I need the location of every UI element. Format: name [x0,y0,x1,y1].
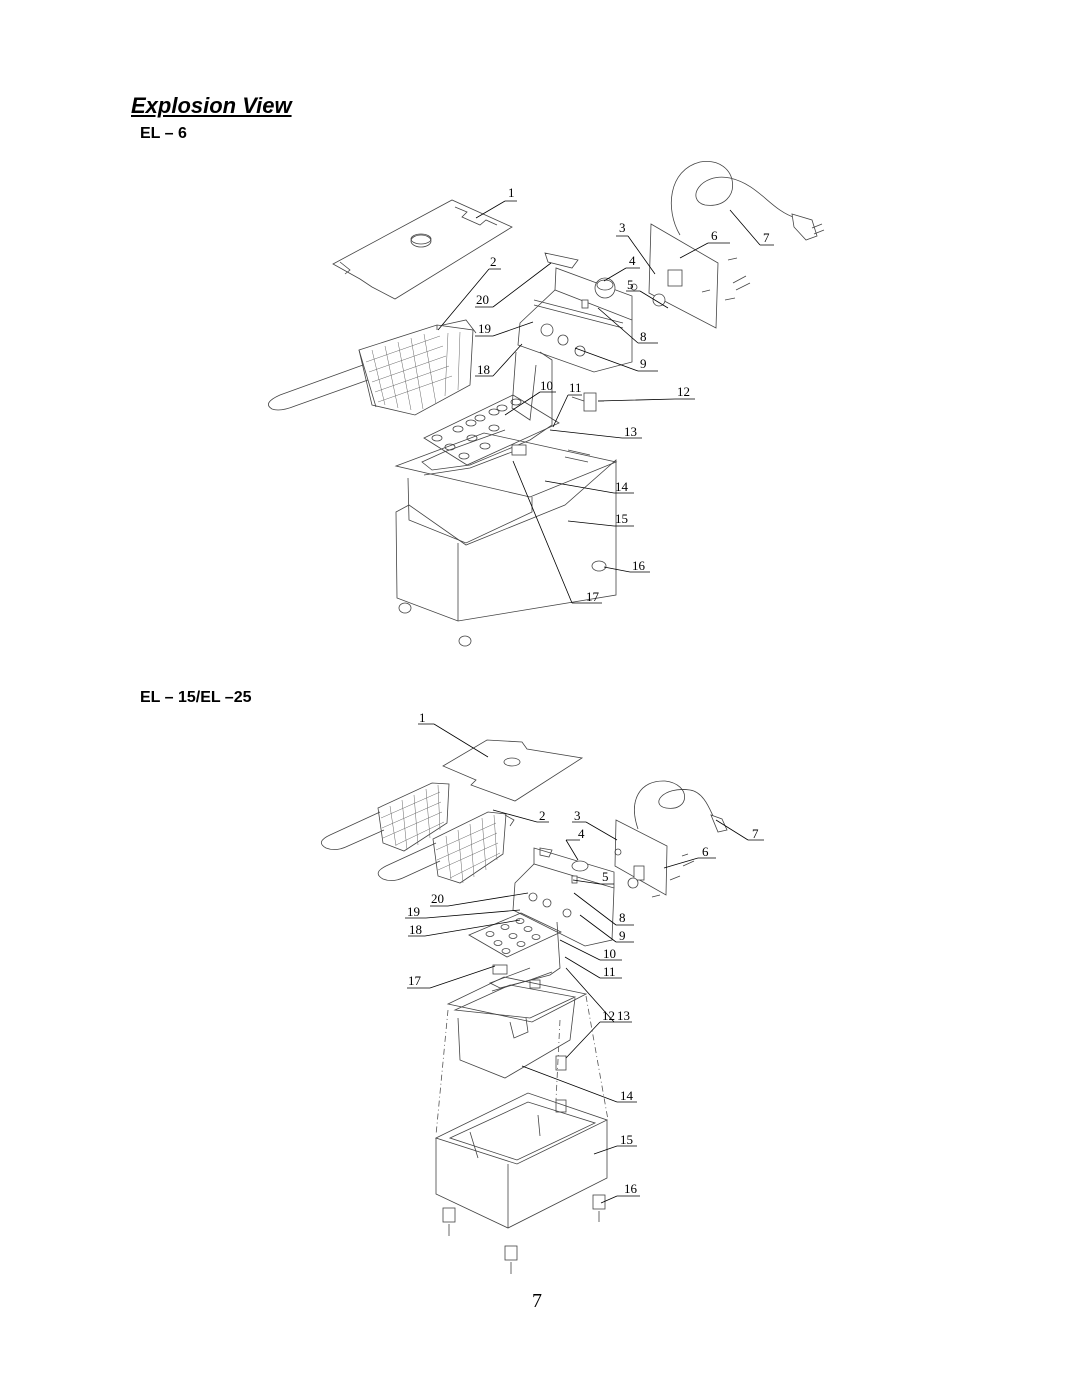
callout-19: 19 [478,321,491,336]
control-box [512,847,622,947]
callout-15: 15 [615,511,628,526]
outer-body [434,1092,609,1229]
callout-10: 10 [540,378,553,393]
callout-4: 4 [629,253,636,268]
callout-15: 15 [620,1132,633,1147]
callout-12: 12 [677,384,690,399]
callout-16: 16 [624,1181,638,1196]
callout-17: 17 [586,589,600,604]
model-title-el15-el25: EL – 15/EL –25 [140,689,252,706]
callout-10: 10 [603,946,616,961]
callout-13: 13 [617,1008,630,1023]
callout-9: 9 [619,928,626,943]
callout-8: 8 [619,910,626,925]
callout-5: 5 [602,869,609,884]
page-heading: Explosion View [131,93,292,118]
element-guard [423,394,560,466]
diagram-el6: 1 2 3 4 5 6 7 8 9 10 11 12 13 14 15 16 1… [268,161,825,647]
callout-8: 8 [640,329,647,344]
fry-basket [268,319,477,416]
callout-16: 16 [632,558,646,573]
callout-4: 4 [578,826,585,841]
callout-1: 1 [508,185,515,200]
oil-tank [446,976,588,1079]
model-title-el6: EL – 6 [140,125,187,142]
diagram-el15-el25: 1 2 3 4 5 6 7 8 9 10 11 12 13 14 15 16 1… [321,710,764,1274]
callouts-el15-el25: 1 2 3 4 5 6 7 8 9 10 11 12 13 14 15 16 1… [407,710,759,1196]
lid [332,199,513,300]
back-plate-and-cord [648,161,825,329]
page-number: 7 [532,1290,542,1312]
back-plate-and-cord [614,780,728,898]
control-box [517,252,638,373]
lid [442,739,584,802]
leader-lines-el6 [437,200,774,604]
fry-baskets [321,782,515,884]
callout-2: 2 [490,254,497,269]
callout-5: 5 [627,277,634,292]
callout-3: 3 [619,220,626,235]
leader-lines-el15-el25 [405,723,764,1204]
heating-element [421,351,553,476]
heating-element [489,921,561,992]
callout-14: 14 [615,479,629,494]
callout-6: 6 [711,228,718,243]
callout-13: 13 [624,424,637,439]
callout-3: 3 [574,808,581,823]
callout-19: 19 [407,904,420,919]
callouts-el6: 1 2 3 4 5 6 7 8 9 10 11 12 13 14 15 16 1… [476,185,770,604]
callout-18: 18 [477,362,490,377]
callout-11: 11 [569,380,582,395]
callout-11: 11 [603,964,616,979]
callout-17: 17 [408,973,422,988]
callout-7: 7 [763,230,770,245]
callout-14: 14 [620,1088,634,1103]
feet [442,1194,606,1274]
outer-body [395,459,617,622]
callout-12: 12 [602,1008,615,1023]
feet [398,560,607,647]
thermostat [571,392,604,412]
callout-9: 9 [640,356,647,371]
callout-6: 6 [702,844,709,859]
callout-1: 1 [419,710,426,725]
callout-20: 20 [431,891,444,906]
callout-7: 7 [752,826,759,841]
callout-20: 20 [476,292,489,307]
element-guard [468,912,562,958]
callout-2: 2 [539,808,546,823]
callout-18: 18 [409,922,422,937]
